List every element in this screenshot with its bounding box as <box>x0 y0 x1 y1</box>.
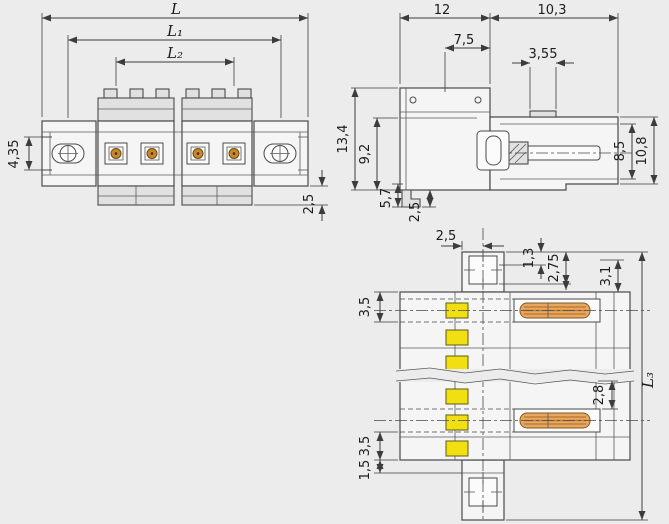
latch-tab <box>155 88 170 99</box>
flange-slot-right <box>263 143 297 164</box>
dim-2-5-top: 2,5 <box>436 229 457 244</box>
clamp-slot <box>485 135 502 166</box>
pin-contact <box>140 142 164 165</box>
front-dimensions: L L₁ L₂ 4,35 2,5 <box>7 0 328 221</box>
break-lines <box>395 367 635 385</box>
dim-10-3: 10,3 <box>538 3 567 18</box>
latch-tab <box>129 88 144 99</box>
housing-hole <box>409 96 417 104</box>
dim-2-5-side: 2,5 <box>408 202 423 223</box>
dim-3-1: 3,1 <box>599 266 614 287</box>
module-cap <box>97 97 175 122</box>
side-housing <box>399 87 491 191</box>
pin-contact <box>104 142 128 165</box>
coding-element-yellow <box>445 414 469 431</box>
dim-8-5: 8,5 <box>613 141 628 162</box>
dim-L2: L₂ <box>166 44 183 62</box>
dim-1-3: 1,3 <box>522 248 537 269</box>
dim-2-5-front: 2,5 <box>302 194 317 215</box>
coding-element-yellow <box>445 355 469 372</box>
flange-slot-left <box>51 143 85 164</box>
dim-1-5: 1,5 <box>358 460 373 481</box>
dim-3-5-upper: 3,5 <box>358 297 373 318</box>
top-view: 2,5 1,3 2,75 3,1 L₃ 2,8 <box>358 228 657 522</box>
module-cap <box>181 97 253 122</box>
dim-9-2: 9,2 <box>358 144 373 165</box>
coding-element-yellow <box>445 388 469 405</box>
dim-2-8: 2,8 <box>592 385 607 406</box>
dim-13-4: 13,4 <box>336 125 351 154</box>
latch-tab <box>237 88 252 99</box>
pin-contact <box>222 142 246 165</box>
dim-5-7: 5,7 <box>379 188 394 209</box>
latch-tab <box>185 88 200 99</box>
top-body <box>374 228 650 522</box>
front-view: L L₁ L₂ 4,35 2,5 <box>7 0 328 221</box>
dim-4-35: 4,35 <box>7 140 22 169</box>
latch-boss <box>529 110 557 118</box>
housing-hole <box>474 96 482 104</box>
side-dimensions: 12 10,3 7,5 3,55 13,4 9,2 <box>336 3 658 222</box>
dim-L1: L₁ <box>166 22 183 40</box>
dim-12: 12 <box>434 3 451 18</box>
pin-contact <box>186 142 210 165</box>
top-dimensions: 2,5 1,3 2,75 3,1 L₃ 2,8 <box>358 229 657 521</box>
dim-3-55: 3,55 <box>529 47 558 62</box>
dim-3-5-lower: 3,5 <box>358 436 373 457</box>
dim-7-5: 7,5 <box>454 33 475 48</box>
side-body <box>399 87 640 208</box>
dim-2-75: 2,75 <box>547 254 562 283</box>
side-view: 12 10,3 7,5 3,55 13,4 9,2 <box>336 3 658 222</box>
dim-10-8: 10,8 <box>635 137 650 166</box>
coding-element-yellow <box>445 440 469 457</box>
dim-L3: L₃ <box>639 372 657 389</box>
dim-L: L <box>170 0 181 18</box>
coding-element-yellow <box>445 329 469 346</box>
front-body <box>41 88 309 206</box>
latch-tab <box>103 88 118 99</box>
latch-tab <box>211 88 226 99</box>
